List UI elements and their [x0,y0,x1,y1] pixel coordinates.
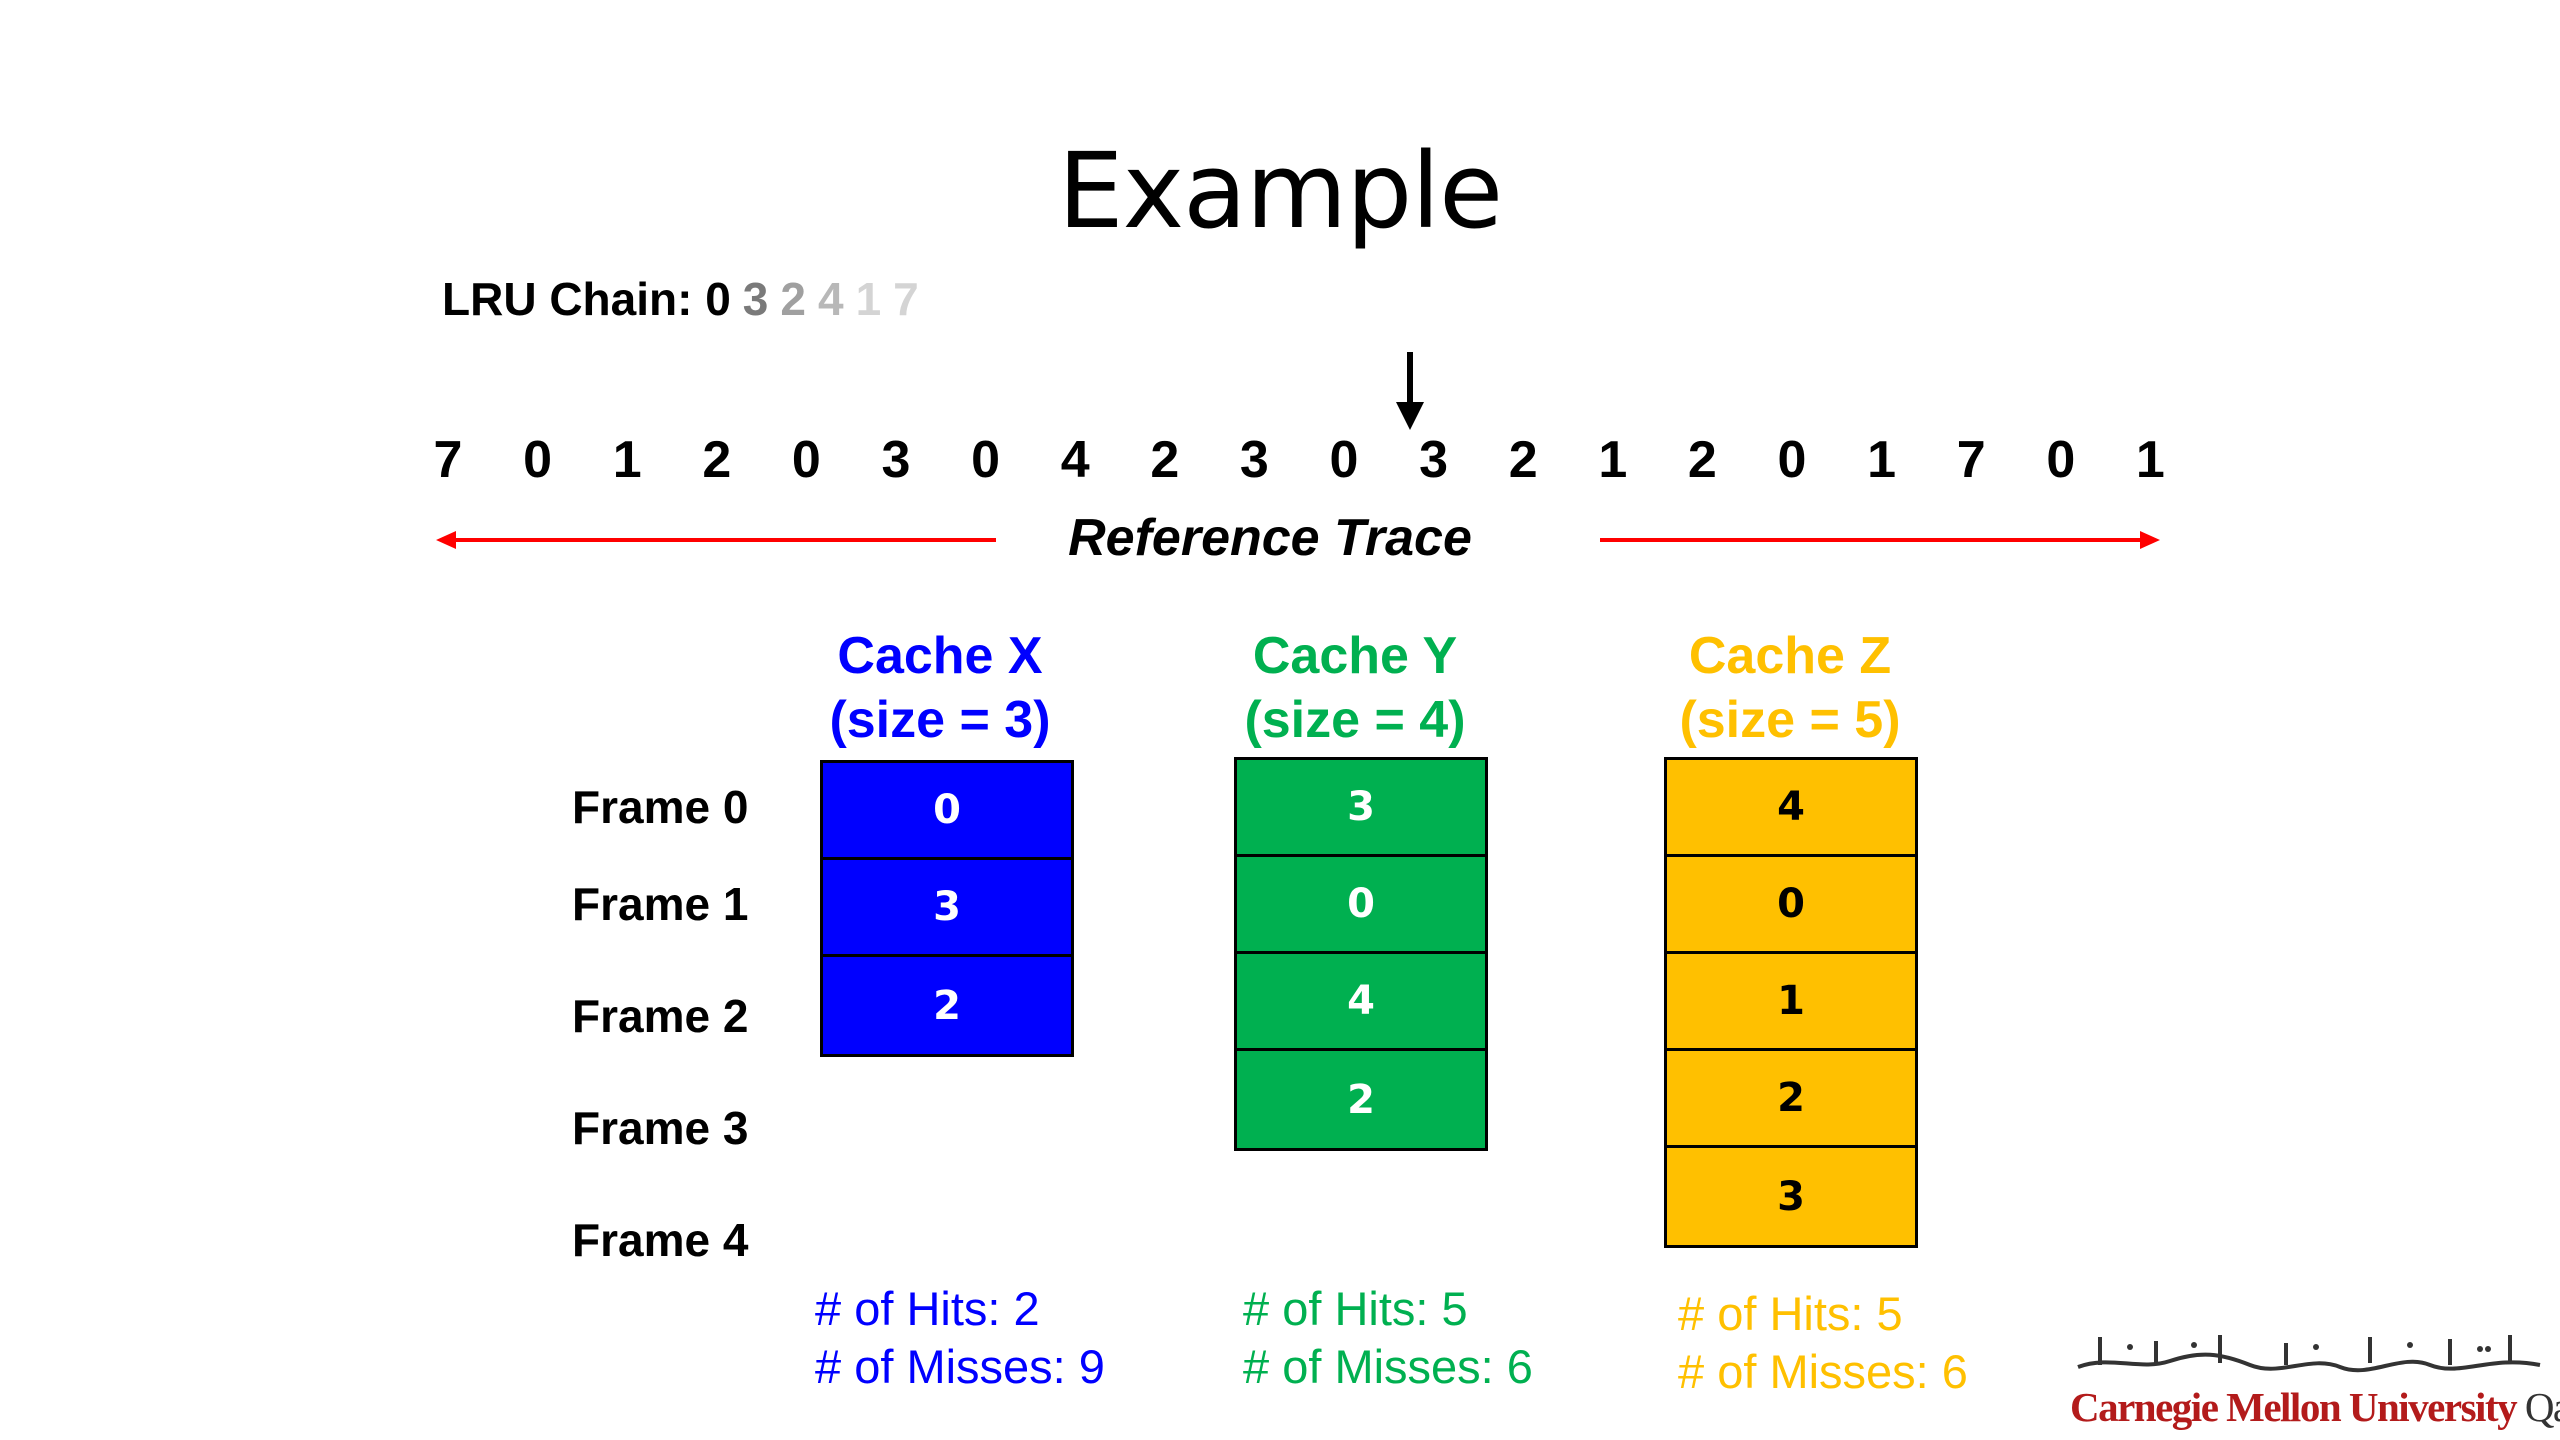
cache-frame-cell: 4 [1237,954,1485,1051]
slide-title: Example [1057,130,1503,252]
cache-x-hits: # of Hits: 2 [815,1282,1040,1335]
cache-z-stats: # of Hits: 5 # of Misses: 6 [1678,1285,1968,1401]
cache-z-size: (size = 5) [1679,691,1901,749]
cmu-qatar-logo: Carnegie Mellon University Qatar [2070,1325,2560,1440]
cache-x-stats: # of Hits: 2 # of Misses: 9 [815,1280,1105,1396]
reference-trace-label: Reference Trace [1068,509,1472,567]
trace-value: 0 [523,431,553,489]
lru-chain-label: LRU Chain: [442,273,693,325]
cache-frame-cell: 0 [823,763,1071,860]
lru-chain-item: 3 [742,273,769,325]
lru-chain-item: 1 [855,273,882,325]
cache-frame-cell: 0 [1667,857,1915,954]
trace-value: 2 [1150,431,1180,489]
trace-value: 1 [1598,431,1628,489]
arabic-wordmark-icon [2077,1335,2541,1373]
trace-value: 1 [612,431,642,489]
cmu-location-text: Qatar [2524,1384,2560,1430]
frame-label-4: Frame 4 [572,1214,749,1266]
frame-label-0: Frame 0 [572,781,749,833]
lru-chain-item: 4 [817,273,844,325]
cache-frame-cell: 3 [823,860,1071,957]
current-position-arrow-icon [1396,352,1424,430]
cmu-name-text: Carnegie Mellon University [2070,1384,2518,1430]
trace-value: 3 [1419,431,1449,489]
trace-value: 7 [1956,431,1986,489]
trace-value: 3 [881,431,911,489]
cache-frame-cell: 2 [1347,1076,1375,1123]
reference-trace: 7 0 1 2 0 3 0 4 2 3 0 3 2 1 2 0 1 7 0 1 [420,430,2180,500]
trace-value: 0 [2046,431,2076,489]
trace-value: 1 [2135,431,2165,489]
cache-frame-cell: 3 [1237,760,1485,857]
cache-y-size: (size = 4) [1244,691,1466,749]
trace-value: 1 [1867,431,1897,489]
cache-y-title: Cache Y (size = 4) [1205,624,1505,752]
cache-z-name: Cache Z [1688,627,1892,685]
frame-label-3: Frame 3 [572,1102,749,1154]
cmu-qatar-wordmark: Carnegie Mellon University Qatar [2070,1383,2560,1431]
trace-value: 2 [1508,431,1538,489]
trace-value: 4 [1060,431,1090,489]
cache-frame-cell: 2 [933,982,961,1029]
lru-chain-item: 2 [780,273,806,325]
trace-value: 0 [1329,431,1359,489]
right-arrow-icon [1600,531,2160,549]
cache-z-hits: # of Hits: 5 [1678,1287,1903,1340]
cache-y-hits: # of Hits: 5 [1243,1282,1468,1335]
trace-value: 0 [1777,431,1807,489]
cache-x-size: (size = 3) [829,691,1051,749]
cache-x-misses: # of Misses: 9 [815,1340,1105,1393]
trace-value: 0 [791,431,821,489]
frame-label-1: Frame 1 [572,878,749,930]
cache-x-name: Cache X [837,627,1043,685]
cache-frame-cell: 2 [1667,1051,1915,1148]
lru-chain-item: 0 [705,273,731,325]
trace-value: 2 [702,431,732,489]
frame-label-2: Frame 2 [572,990,749,1042]
cache-z-misses: # of Misses: 6 [1678,1345,1968,1398]
trace-value: 7 [433,431,463,489]
cache-frame-cell: 0 [1237,857,1485,954]
cache-frame-cell: 1 [1667,954,1915,1051]
cache-frame-cell: 3 [1777,1173,1805,1220]
cache-y-stats: # of Hits: 5 # of Misses: 6 [1243,1280,1533,1396]
cache-x-title: Cache X (size = 3) [790,624,1090,752]
cache-frame-cell: 4 [1667,760,1915,857]
cache-z-title: Cache Z (size = 5) [1640,624,1940,752]
cache-y-misses: # of Misses: 6 [1243,1340,1533,1393]
lru-chain-item: 7 [893,273,919,325]
trace-value: 3 [1239,431,1269,489]
trace-value: 2 [1687,431,1717,489]
cache-y-name: Cache Y [1252,627,1458,685]
left-arrow-icon [436,531,996,549]
trace-value: 0 [971,431,1001,489]
